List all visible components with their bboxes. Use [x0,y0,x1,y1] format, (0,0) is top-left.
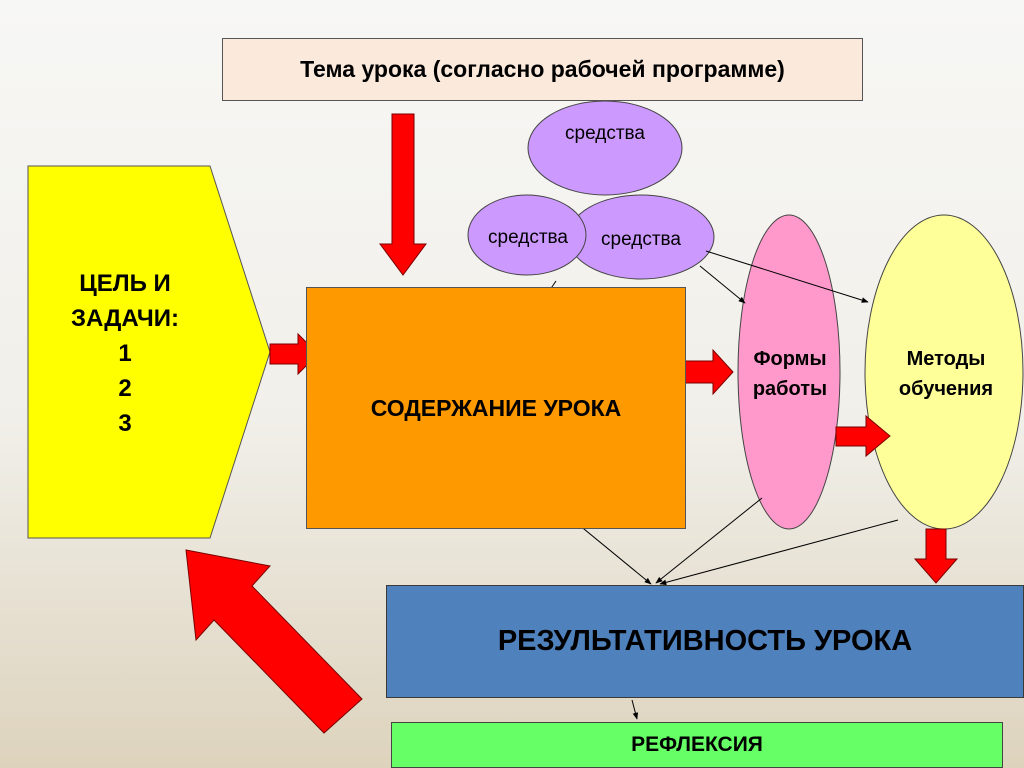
methods-label: Методы обучения [872,344,1020,404]
topic-box: Тема урока (согласно рабочей программе) [222,38,863,101]
arrow-means-to-forms [699,265,746,304]
reflection-label: РЕФЛЕКСИЯ [631,733,763,756]
topic-label: Тема урока (согласно рабочей программе) [300,56,785,82]
goal-line-2: ЗАДАЧИ: [71,305,179,332]
forms-line-1: Формы [753,348,827,370]
forms-oval [737,214,841,530]
goal-line-1: ЦЕЛЬ И [79,270,171,297]
means-label-left: средства [488,227,568,248]
goal-label: ЦЕЛЬ И ЗАДАЧИ: 1 2 3 [40,266,210,441]
methods-line-1: Методы [906,348,986,370]
arrow-result-to-reflection [631,699,639,720]
forms-label: Формы работы [740,344,840,404]
goal-line-5: 3 [118,410,132,437]
methods-line-2: обучения [898,378,994,400]
result-box: РЕЗУЛЬТАТИВНОСТЬ УРОКА [386,585,1024,698]
red-arrow-content-to-forms [682,348,734,396]
means-oval-top [527,100,683,196]
goal-line-3: 1 [118,340,132,367]
arrow-methods-to-result [659,519,899,586]
goal-line-4: 2 [118,375,132,402]
means-oval-left [467,194,587,276]
goal-shape [27,165,271,539]
result-label: РЕЗУЛЬТАТИВНОСТЬ УРОКА [497,625,913,657]
arrow-means-to-methods [705,250,869,303]
means-label-right: средства [601,229,681,250]
content-box: СОДЕРЖАНИЕ УРОКА [306,287,686,529]
forms-line-2: работы [752,378,828,400]
reflection-box: РЕФЛЕКСИЯ [391,722,1003,768]
means-label-top: средства [565,123,645,144]
red-arrow-methods-to-result [913,528,959,584]
content-label: СОДЕРЖАНИЕ УРОКА [370,394,622,421]
red-arrow-forms-to-methods [835,414,891,458]
red-arrow-result-to-goal [185,549,363,734]
red-arrow-topic-to-content [379,113,427,276]
arrow-forms-to-result [655,497,763,584]
